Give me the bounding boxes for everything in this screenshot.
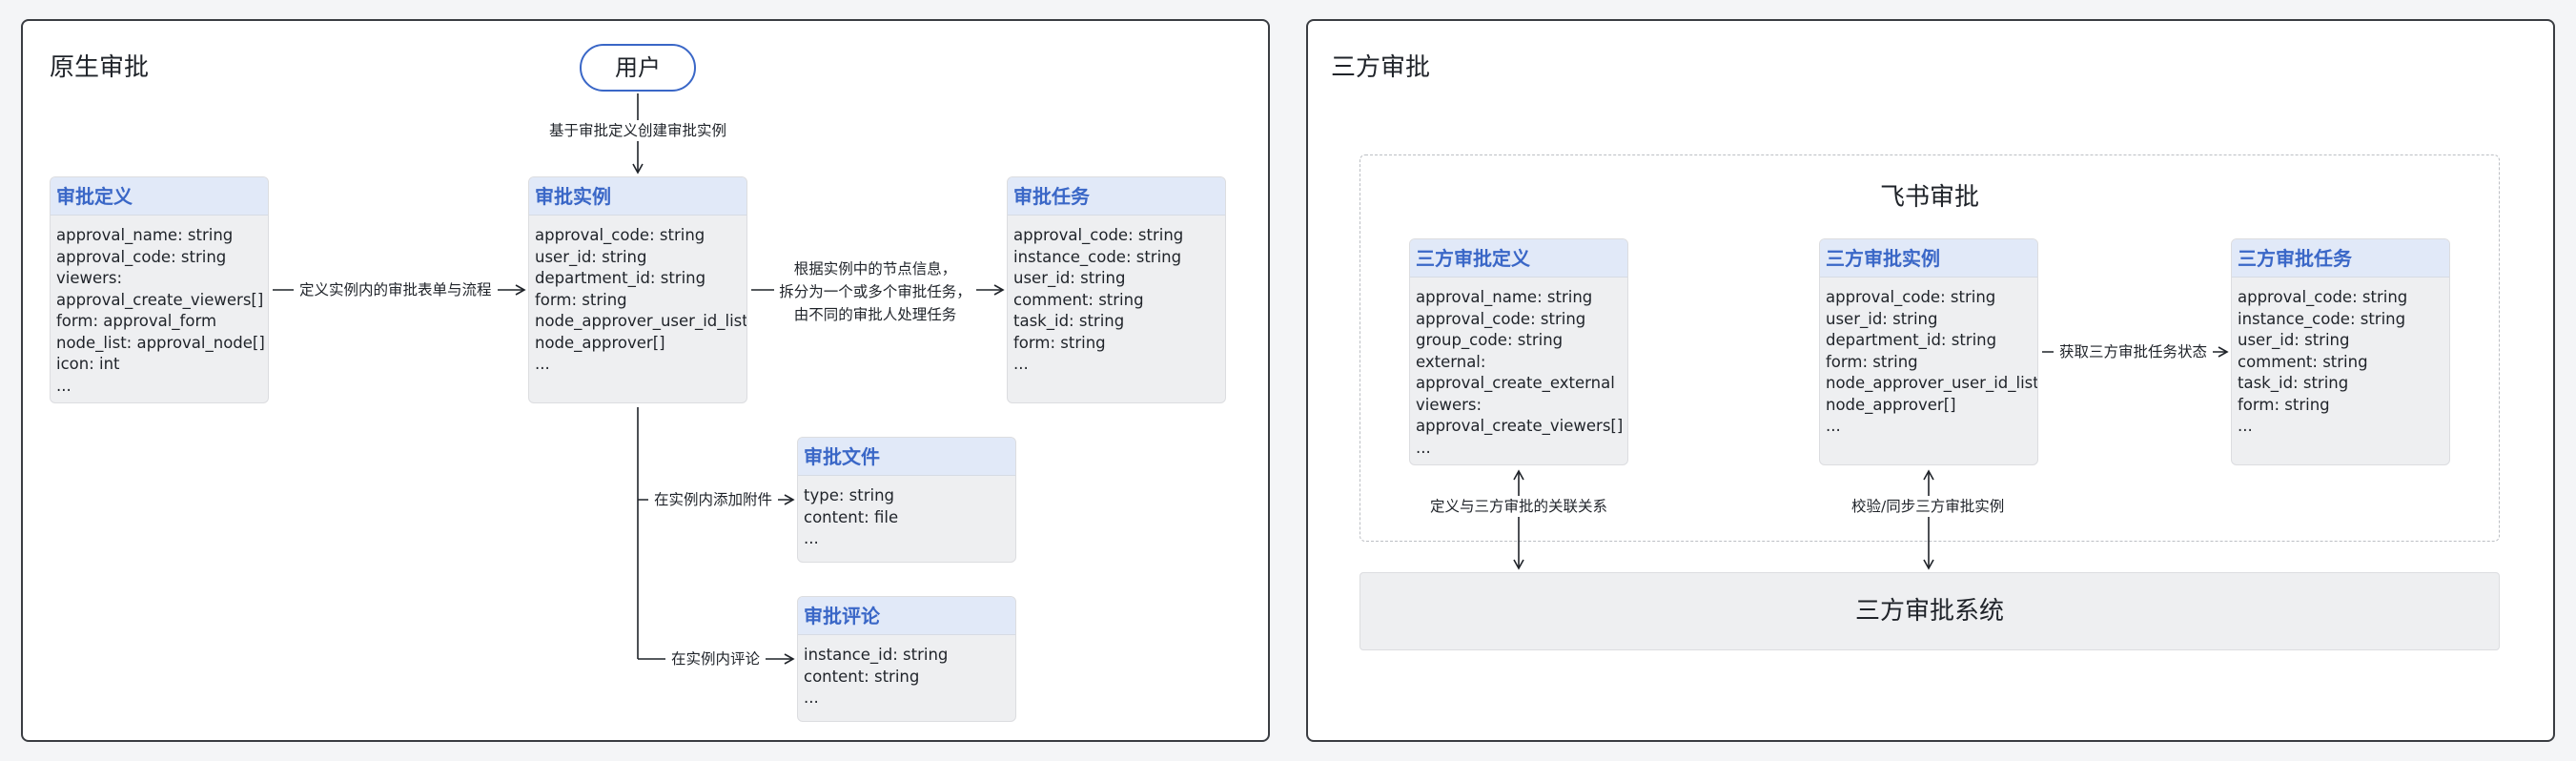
entity-field: task_id: string [2238,374,2349,392]
entity-field: external: [1416,352,1486,371]
entity-approval-comment: 审批评论 instance_id: string content: string..… [797,596,1016,722]
edge-label-third-instance-to-task: 获取三方审批任务状态 [2054,341,2214,362]
entity-field: form: string [535,290,627,309]
entity-fields: approval_code: string user_id: string depa… [1820,278,2037,438]
entity-field: instance_code: string [1013,247,1182,266]
native-panel-title: 原生审批 [50,53,150,82]
entity-fields: approval_name: string approval_code: stri… [51,216,268,397]
entity-title: 审批文件 [798,438,1015,476]
entity-field: node_approver[] [535,333,665,352]
entity-field: approval_create_external [1416,374,1615,392]
entity-field: ... [1416,438,1431,457]
entity-field: approval_code: string [535,226,705,244]
entity-field: form: approval_form [56,312,217,330]
entity-field: task_id: string [1013,312,1125,330]
entity-field: ... [804,689,819,707]
entity-title: 三方审批定义 [1410,239,1627,278]
entity-fields: approval_name: string approval_code: stri… [1410,278,1627,459]
edge-label-third-instance-to-system: 校验/同步三方审批实例 [1848,496,2009,517]
edge-label-instance-to-comment: 在实例内评论 [665,648,767,669]
entity-title: 审批定义 [51,177,268,216]
entity-field: ... [804,529,819,547]
entity-third-definition: 三方审批定义 approval_name: string approval_code… [1409,238,1628,465]
entity-field: instance_id: string [804,646,949,664]
entity-field: approval_create_viewers[] [56,290,264,309]
user-node-label: 用户 [615,54,661,81]
entity-fields: type: string content: file... [798,476,1015,550]
entity-field: node_approver_user_id_list: [535,312,747,330]
entity-field: group_code: string [1416,331,1564,349]
entity-fields: approval_code: string user_id: string depa… [529,216,746,376]
entity-title: 三方审批任务 [2232,239,2449,278]
entity-field: ... [1826,417,1841,435]
entity-field: department_id: string [535,269,706,287]
entity-title: 审批任务 [1008,177,1225,216]
entity-field: ... [56,376,72,395]
entity-field: node_list: approval_node[] [56,333,265,352]
entity-field: approval_code: string [56,247,227,266]
entity-field: viewers: [1416,395,1482,414]
third-party-system-label: 三方审批系统 [1854,597,2004,626]
third-panel-title: 三方审批 [1331,53,1431,82]
entity-approval-instance: 审批实例 approval_code: string user_id: string… [528,176,747,403]
entity-field: type: string [804,486,895,504]
entity-approval-file: 审批文件 type: string content: file... [797,437,1016,563]
entity-field: department_id: string [1826,331,1997,349]
entity-field: content: string [804,667,920,686]
entity-field: approval_create_viewers[] [1416,417,1624,435]
entity-field: comment: string [1013,290,1144,309]
entity-field: comment: string [2238,352,2368,371]
entity-field: approval_code: string [1013,226,1184,244]
entity-title: 审批评论 [798,597,1015,635]
entity-field: user_id: string [535,247,647,266]
entity-field: icon: int [56,355,120,373]
edge-label-user-to-instance: 基于审批定义创建审批实例 [547,120,729,141]
entity-field: node_approver_user_id_list: [1826,374,2038,392]
entity-field: approval_code: string [1416,309,1586,328]
edge-label-instance-to-task: 根据实例中的节点信息， 拆分为一个或多个审批任务， 由不同的审批人处理任务 [774,257,976,326]
entity-field: ... [2238,417,2253,435]
entity-field: approval_code: string [2238,288,2408,306]
entity-third-task: 三方审批任务 approval_code: string instance_code… [2231,238,2450,465]
entity-field: user_id: string [1013,269,1126,287]
entity-third-instance: 三方审批实例 approval_code: string user_id: stri… [1819,238,2038,465]
edge-label-third-definition-to-system: 定义与三方审批的关联关系 [1426,496,1612,517]
entity-field: user_id: string [2238,331,2350,349]
entity-field: ... [1013,355,1029,373]
entity-field: instance_code: string [2238,309,2406,328]
entity-field: user_id: string [1826,309,1938,328]
entity-fields: approval_code: string instance_code: stri… [2232,278,2449,438]
entity-field: ... [535,355,550,373]
user-node [580,44,696,92]
entity-title: 审批实例 [529,177,746,216]
entity-approval-task: 审批任务 approval_code: string instance_code: … [1007,176,1226,403]
entity-field: approval_code: string [1826,288,1996,306]
edge-label-instance-to-file: 在实例内添加附件 [648,489,779,510]
entity-title: 三方审批实例 [1820,239,2037,278]
entity-field: approval_name: string [1416,288,1593,306]
entity-field: approval_name: string [56,226,234,244]
edge-label-definition-to-instance: 定义实例内的审批表单与流程 [294,279,498,300]
entity-approval-definition: 审批定义 approval_name: string approval_code: … [50,176,269,403]
entity-field: form: string [2238,395,2330,414]
entity-field: node_approver[] [1826,395,1956,414]
entity-fields: instance_id: string content: string... [798,635,1015,710]
entity-field: form: string [1013,333,1106,352]
lark-group-title: 飞书审批 [1880,183,1980,212]
third-party-system-node [1360,572,2500,650]
entity-field: viewers: [56,269,123,287]
entity-field: form: string [1826,352,1918,371]
entity-fields: approval_code: string instance_code: stri… [1008,216,1225,376]
entity-field: content: file [804,507,899,526]
